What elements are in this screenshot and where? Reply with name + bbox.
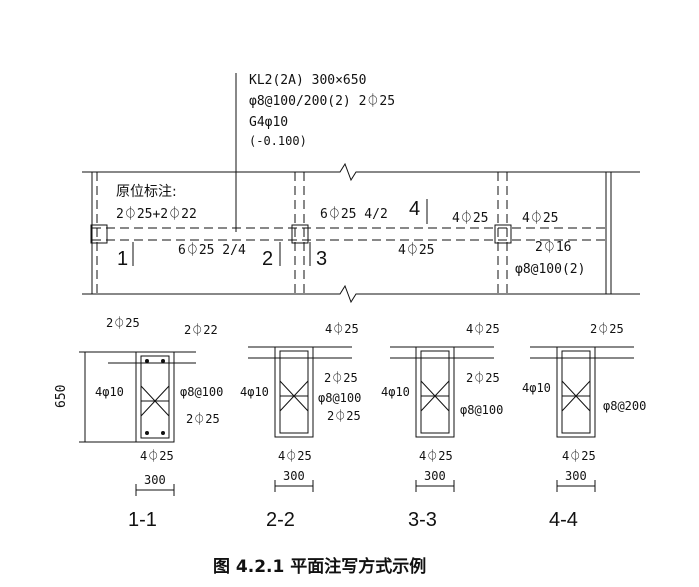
figure-caption: 图 4.2.1 平面注写方式示例 xyxy=(213,556,426,577)
section-4-width: 300 xyxy=(565,469,587,483)
section-1-stirrup-label: φ8@100 xyxy=(180,385,223,399)
column-3 xyxy=(494,224,512,244)
section-4-ties xyxy=(561,380,591,412)
section-3-stirrup xyxy=(420,350,450,434)
label-mid-left-bottom: 6⏀25 2/4 xyxy=(178,242,246,258)
plan-bottom-edge xyxy=(82,284,640,304)
label-right-bottom-2: φ8@100(2) xyxy=(515,262,585,277)
leader-line-3: G4φ10 xyxy=(249,115,288,130)
section-3-bottom-label-2: 4⏀25 xyxy=(419,448,453,463)
section-2-bottom-label-2: 4⏀25 xyxy=(278,448,312,463)
section-2-name: 2-2 xyxy=(266,509,295,531)
section-2-width: 300 xyxy=(283,469,305,483)
section-2-bottom-label: 2⏀25 xyxy=(327,408,361,423)
in-situ-title: 原位标注: xyxy=(116,184,177,200)
section-4-4: 2⏀25 4φ10 φ8@200 4⏀25 300 4-4 xyxy=(522,321,646,531)
section-4-top-label: 2⏀25 xyxy=(590,321,624,336)
section-2-side-label: 4φ10 xyxy=(240,385,269,399)
section-4-name: 4-4 xyxy=(549,509,578,531)
label-mid-right-top: 6⏀25 4/2 xyxy=(320,206,388,222)
section-1-bottom-label-2: 4⏀25 xyxy=(140,448,174,463)
section-3-side-label: 4φ10 xyxy=(381,385,410,399)
section-4-stirrup-label: φ8@200 xyxy=(603,399,646,413)
section-4-bottom-label-2: 4⏀25 xyxy=(562,448,596,463)
plan-top-edge xyxy=(82,162,640,182)
section-1-top-label: 2⏀25 xyxy=(106,315,140,330)
label-right-top-right: 4⏀25 xyxy=(522,210,558,226)
section-2-ties xyxy=(279,380,309,412)
section-4-stirrup xyxy=(561,350,591,434)
section-3-stirrup-label: φ8@100 xyxy=(460,403,503,417)
section-2-top-label: 4⏀25 xyxy=(325,321,359,336)
cut-mark-1: 1 xyxy=(117,248,128,270)
section-2-stirrup-label: φ8@100 xyxy=(318,391,361,405)
cut-mark-2: 2 xyxy=(262,248,273,270)
section-1-width: 300 xyxy=(144,473,166,487)
column-1 xyxy=(90,224,108,244)
section-1-bar xyxy=(145,431,149,435)
column-2 xyxy=(291,224,309,244)
cut-mark-4: 4 xyxy=(409,198,420,220)
label-right-bottom-1: 2⏀16 xyxy=(535,239,571,255)
section-1-stirrup xyxy=(140,355,170,439)
section-3-width: 300 xyxy=(424,469,446,483)
section-2-2: 4⏀25 2⏀25 4φ10 φ8@100 2⏀25 4⏀25 300 2-2 xyxy=(240,321,361,531)
section-3-top-label: 4⏀25 xyxy=(466,321,500,336)
section-3-ties xyxy=(420,380,450,412)
section-2-beam xyxy=(274,346,314,438)
section-1-1: 650 2⏀25 2⏀22 4φ10 φ8@100 2⏀25 4⏀25 300 … xyxy=(54,315,223,531)
label-mid-right-bottom: 4⏀25 xyxy=(398,242,434,258)
section-3-top-right-label: 2⏀25 xyxy=(466,370,500,385)
section-1-name: 1-1 xyxy=(128,509,157,531)
label-right-top-left: 4⏀25 xyxy=(452,210,488,226)
section-1-bottom-label: 2⏀25 xyxy=(186,411,220,426)
section-3-3: 4⏀25 2⏀25 4φ10 φ8@100 4⏀25 300 3-3 xyxy=(381,321,503,531)
section-3-beam xyxy=(415,346,455,438)
section-3-name: 3-3 xyxy=(408,509,437,531)
section-1-bar xyxy=(145,359,149,363)
cut-mark-3: 3 xyxy=(316,248,327,270)
section-2-top-right-label: 2⏀25 xyxy=(324,370,358,385)
section-4-side-label: 4φ10 xyxy=(522,381,551,395)
section-1-top-right-label: 2⏀22 xyxy=(184,322,218,337)
leader-line-4: (-0.100) xyxy=(249,134,307,148)
leader-line-1: KL2(2A) 300×650 xyxy=(249,73,366,88)
section-1-bar xyxy=(161,359,165,363)
section-4-beam xyxy=(556,346,596,438)
section-1-side-label: 4φ10 xyxy=(95,385,124,399)
section-1-height: 650 xyxy=(54,385,69,408)
leader-annotation: KL2(2A) 300×650 φ8@100/200(2) 2⏀25 G4φ10… xyxy=(235,73,395,232)
section-1-beam xyxy=(135,351,175,443)
leader-line-2: φ8@100/200(2) 2⏀25 xyxy=(249,93,395,109)
section-2-stirrup xyxy=(279,350,309,434)
section-1-bar xyxy=(161,431,165,435)
label-left-top: 2⏀25+2⏀22 xyxy=(116,206,197,222)
beam-plan: 1 2 3 4 原位标注: 2⏀25+2⏀22 6⏀25 2/4 6⏀25 4/… xyxy=(82,162,640,304)
section-1-ties xyxy=(140,385,170,417)
